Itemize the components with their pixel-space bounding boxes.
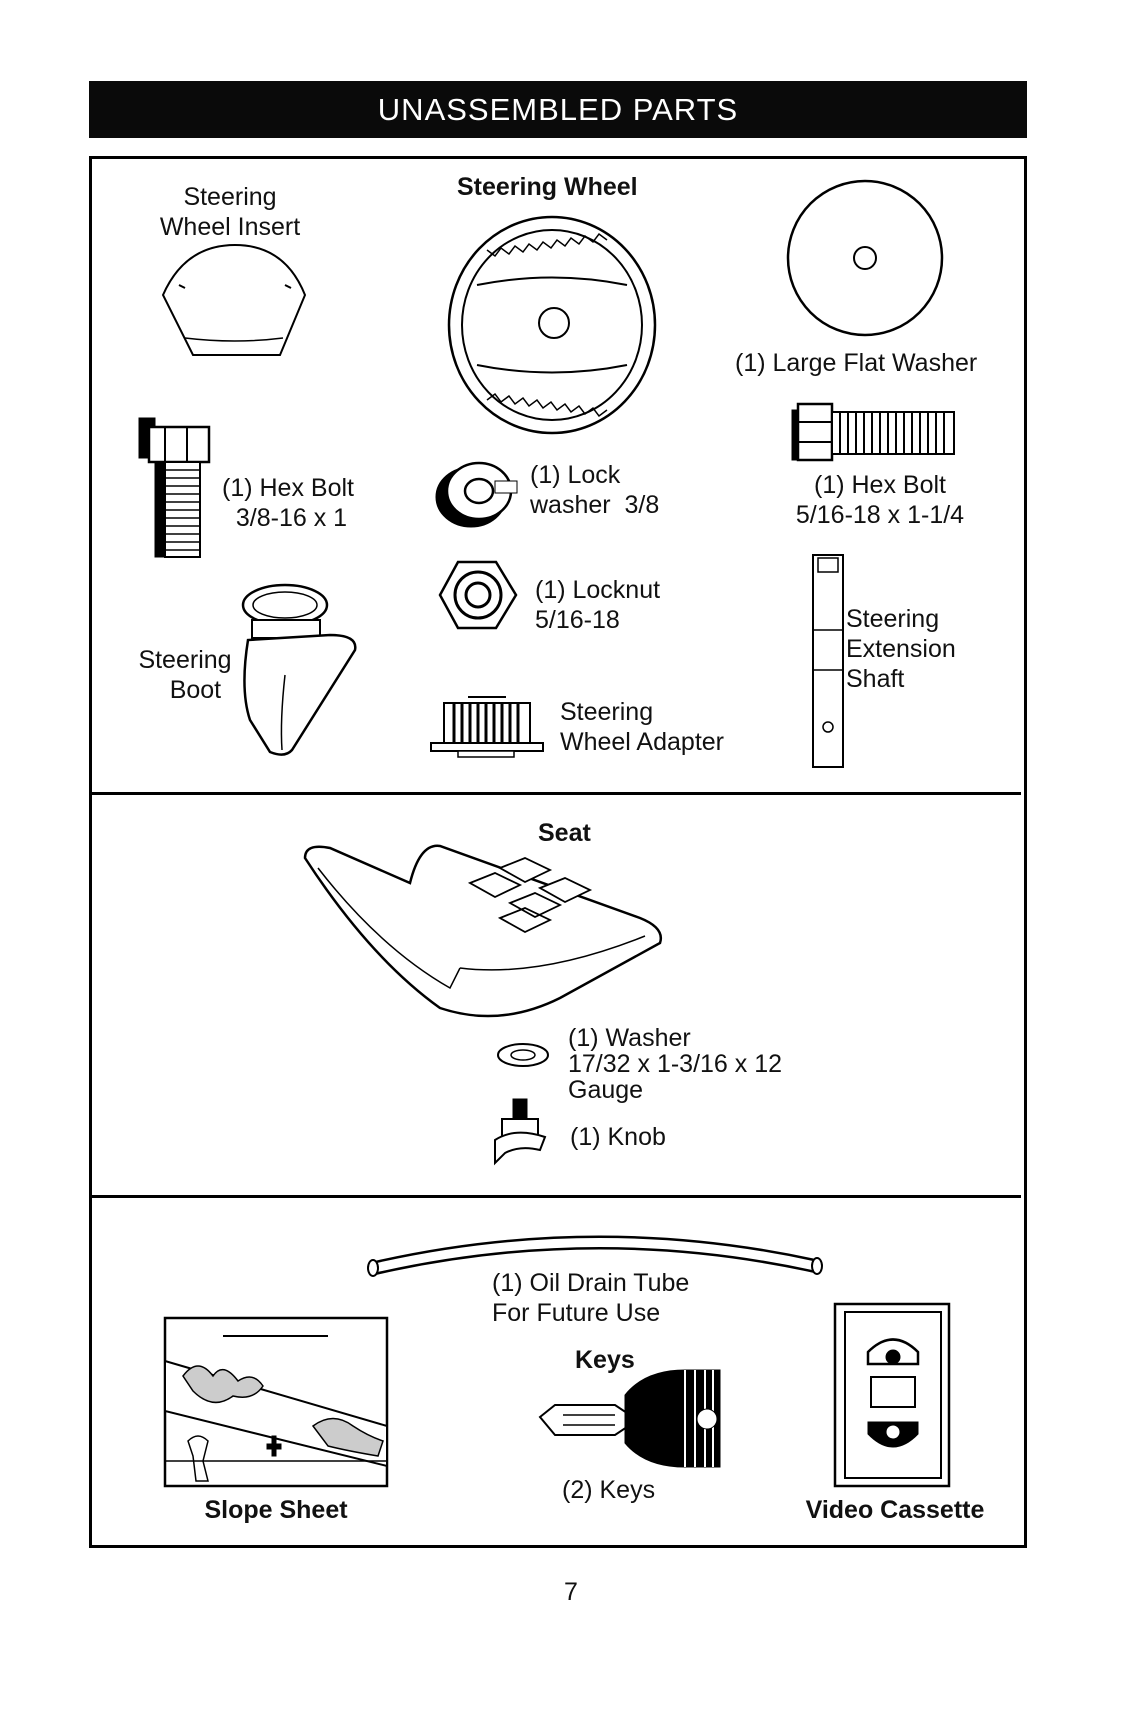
keys-title: Keys (575, 1346, 635, 1374)
steering-wheel-adapter-illustration (430, 696, 544, 758)
washer-label: (1) Washer 17/32 x 1-3/16 x 12 Gauge (568, 1024, 783, 1104)
section-divider-2 (92, 1195, 1021, 1198)
steering-extension-shaft-illustration (812, 554, 844, 768)
parts-frame (89, 156, 1027, 1548)
large-flat-washer-label: (1) Large Flat Washer (735, 349, 978, 377)
video-cassette-label: Video Cassette (805, 1496, 985, 1524)
oil-drain-tube-label: (1) Oil Drain Tube For Future Use (492, 1269, 690, 1327)
washer-illustration (497, 1043, 549, 1067)
seat-label: Seat (538, 819, 591, 847)
lock-washer-illustration (435, 461, 518, 528)
knob-illustration (494, 1098, 547, 1166)
large-flat-washer-illustration (786, 179, 944, 337)
hex-bolt-small-illustration (138, 417, 211, 558)
seat-illustration (303, 844, 663, 1018)
steering-wheel-label: Steering Wheel (457, 173, 638, 201)
hex-bolt-large-illustration (791, 402, 955, 462)
hex-bolt-small-label: (1) Hex Bolt 3/8-16 x 1 (222, 474, 354, 532)
keys-count-label: (2) Keys (562, 1476, 656, 1504)
lock-washer-label: (1) Lock washer 3/8 (530, 461, 660, 519)
oil-drain-tube-illustration (367, 1235, 823, 1277)
video-cassette-illustration (833, 1302, 951, 1488)
steering-extension-shaft-label: Steering Extension Shaft (846, 605, 956, 693)
slope-sheet-illustration (163, 1316, 389, 1488)
steering-boot-illustration (241, 583, 357, 756)
locknut-label: (1) Locknut 5/16-18 (535, 576, 661, 634)
steering-wheel-insert-illustration (161, 243, 307, 356)
steering-wheel-illustration (447, 215, 657, 435)
hex-bolt-large-label: (1) Hex Bolt 5/16-18 x 1-1/4 (795, 471, 965, 529)
steering-wheel-adapter-label: Steering Wheel Adapter (560, 698, 724, 756)
section-divider-1 (92, 792, 1021, 795)
steering-boot-label: Steering Boot (138, 646, 232, 704)
page-number: 7 (564, 1578, 578, 1606)
slope-sheet-label: Slope Sheet (204, 1496, 348, 1524)
knob-label: (1) Knob (570, 1123, 666, 1151)
steering-wheel-insert-label: Steering Wheel Insert (159, 183, 301, 241)
page-title: UNASSEMBLED PARTS (89, 81, 1027, 138)
locknut-illustration (438, 560, 518, 630)
keys-illustration (538, 1369, 721, 1468)
